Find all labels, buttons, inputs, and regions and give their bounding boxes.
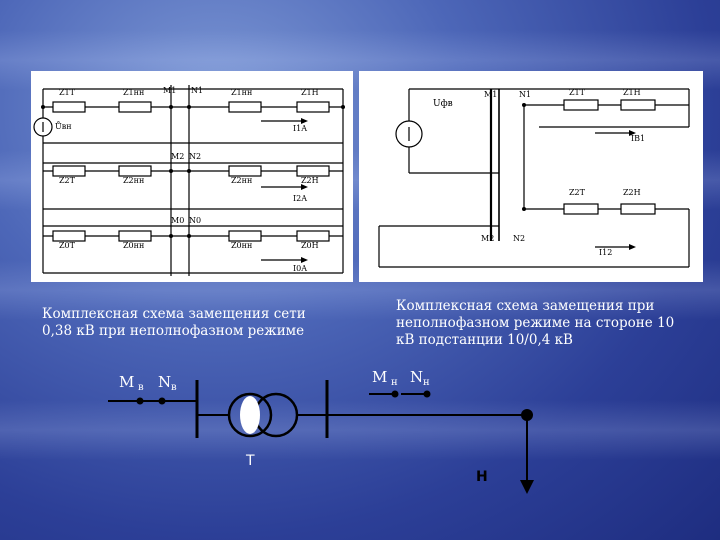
z-label: Z0T: [59, 241, 76, 250]
right-circuit-panel: Uфв M1 N1 Z1T Z1Н IВ1 Z2T Z2Н M2 N2 I12: [359, 71, 703, 282]
z-label: Z2нн: [123, 176, 144, 185]
left-circuit-panel: Z1T Z1нн Z1нн Z1Н M1 N1 I1A Ůвн Z2T Z2нн…: [31, 71, 353, 282]
z-label: Z1нн: [123, 88, 144, 97]
z-label: Z2T: [569, 188, 586, 197]
node-n-high-sub: в: [171, 382, 177, 393]
node-label: N2: [513, 234, 525, 243]
transformer-label: Т: [245, 453, 255, 469]
node-m-high: М: [119, 373, 134, 391]
z-label: Z2нн: [231, 176, 252, 185]
node-label: N0: [189, 216, 201, 225]
node-label: M2: [481, 234, 494, 243]
right-caption: Комплексная схема замещения при неполноф…: [396, 298, 675, 348]
node-m-high-sub: в: [138, 382, 144, 393]
load-label: Н: [476, 469, 488, 485]
current-label: IВ1: [631, 134, 645, 143]
source-label: Ůвн: [55, 122, 72, 131]
z-label: Z0нн: [123, 241, 144, 250]
current-label: I2A: [293, 194, 307, 203]
z-label: Z0нн: [231, 241, 252, 250]
z-label: Z2Н: [623, 188, 641, 197]
node-m-low: М: [372, 368, 387, 386]
z-label: Z0Н: [301, 241, 319, 250]
current-label: I12: [599, 248, 612, 257]
node-label: N1: [191, 86, 203, 95]
z-label: Z1T: [569, 88, 586, 97]
z-label: Z1T: [59, 88, 76, 97]
node-n-low: N: [410, 368, 423, 386]
z-label: Z1Н: [623, 88, 641, 97]
node-m-low-sub: н: [391, 377, 398, 388]
z-label: Z2T: [59, 176, 76, 185]
wave-texture: [0, 400, 720, 460]
current-label: I1A: [293, 124, 307, 133]
current-label: I0A: [293, 264, 307, 273]
z-label: Z2Н: [301, 176, 319, 185]
node-label: M1: [163, 86, 176, 95]
left-circuit-diagram: Z1T Z1нн Z1нн Z1Н M1 N1 I1A Ůвн Z2T Z2нн…: [33, 85, 345, 276]
node-label: M2: [171, 152, 184, 161]
transformer-winding: [240, 396, 260, 434]
node-label: N2: [189, 152, 201, 161]
node-label: M0: [171, 216, 184, 225]
z-label: Z1нн: [231, 88, 252, 97]
single-line-diagram: М в N в М н N н Т Н: [108, 368, 534, 494]
node-label: M1: [484, 90, 497, 99]
source-label: Uфв: [433, 99, 453, 109]
node-n-low-sub: н: [423, 377, 430, 388]
z-label: Z1Н: [301, 88, 319, 97]
right-circuit-diagram: Uфв M1 N1 Z1T Z1Н IВ1 Z2T Z2Н M2 N2 I12: [378, 88, 690, 268]
node-label: N1: [519, 90, 531, 99]
node-n-high: N: [158, 373, 171, 391]
left-caption: Комплексная схема замещения сети 0,38 кВ…: [42, 306, 306, 339]
